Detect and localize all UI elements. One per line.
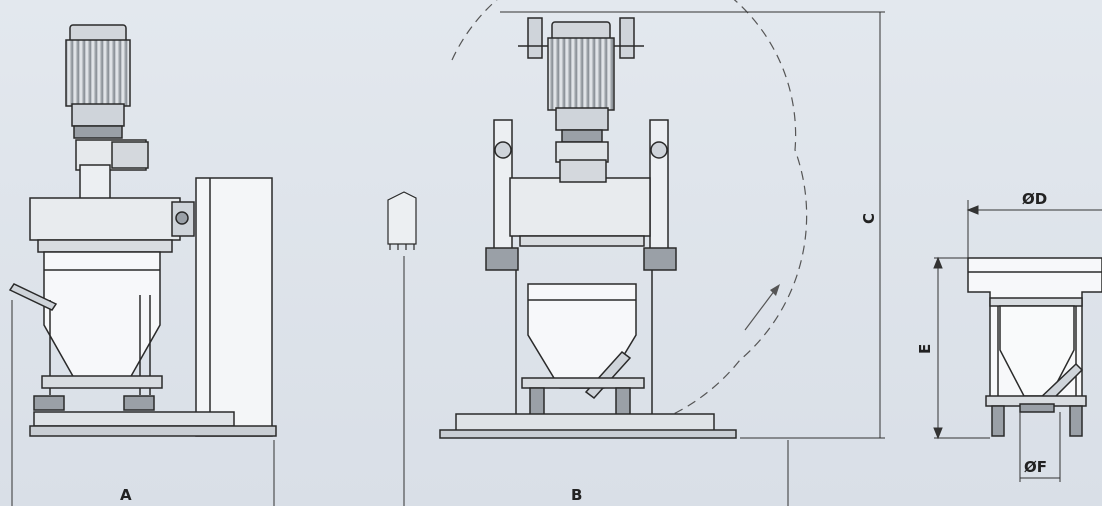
dimension-b — [403, 256, 789, 506]
side-lower-frame — [41, 375, 163, 389]
dimension-a — [11, 300, 275, 506]
small-detail-part — [387, 191, 417, 250]
front-clamp-left — [527, 17, 543, 59]
dimension-label-f: ØF — [1024, 458, 1047, 476]
side-control-column — [195, 177, 273, 437]
side-lid-beam — [29, 197, 181, 241]
dimension-c — [500, 11, 885, 439]
dimension-label-a: A — [120, 486, 132, 504]
side-coupling — [73, 125, 123, 139]
side-handle — [8, 283, 58, 311]
dimension-label-b: B — [571, 486, 582, 504]
front-arm-right — [649, 119, 669, 251]
side-motor-flange — [71, 103, 125, 127]
side-view — [8, 24, 277, 437]
side-lid-flange — [37, 239, 173, 253]
dimension-e — [933, 256, 990, 440]
side-base — [33, 411, 235, 427]
dimension-label-d: ØD — [1022, 190, 1047, 208]
front-clamp-right — [619, 17, 635, 59]
dimension-d — [966, 200, 1102, 258]
container-view — [967, 257, 1102, 437]
front-lid-beam — [509, 177, 651, 237]
dimension-label-c: C — [860, 213, 878, 224]
dimension-f — [1019, 412, 1061, 482]
side-motor — [65, 39, 131, 107]
side-container — [43, 251, 161, 379]
front-view — [439, 17, 737, 439]
front-motor-flange — [555, 107, 609, 131]
swing-arc — [451, 0, 808, 436]
dimension-label-e: E — [916, 344, 934, 354]
front-motor — [547, 37, 615, 111]
